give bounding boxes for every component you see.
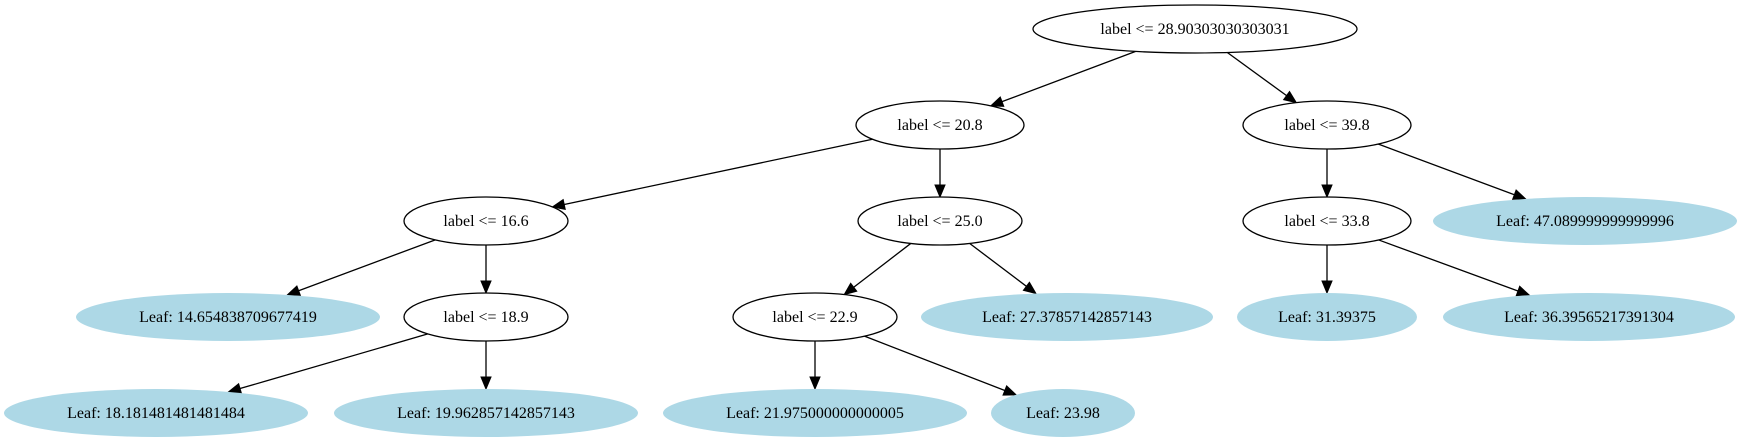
edge-n1-n3 <box>551 138 873 210</box>
edge-n3-n8 <box>480 245 492 295</box>
node-shape <box>403 196 569 246</box>
split-node-n2: label <= 39.8 <box>1242 100 1412 150</box>
edge-n9-n16 <box>864 335 1018 396</box>
leaf-node-n10: Leaf: 27.37857142857143 <box>921 293 1213 341</box>
split-node-n5: label <= 33.8 <box>1242 196 1412 246</box>
tree-edges <box>227 50 1531 396</box>
node-label: label <= 18.9 <box>443 309 528 326</box>
edge-n2-n6 <box>1377 143 1527 200</box>
edge-n2-n5 <box>1321 149 1333 199</box>
leaf-node-n6: Leaf: 47.089999999999996 <box>1433 197 1737 245</box>
edge-n4-n10 <box>969 242 1038 295</box>
leaf-node-n7: Leaf: 14.654838709677419 <box>76 293 380 341</box>
split-node-n4: label <= 25.0 <box>857 196 1023 246</box>
arrowhead-icon <box>227 382 243 394</box>
arrowhead-icon <box>286 285 302 296</box>
arrowhead-icon <box>843 282 858 296</box>
arrowhead-icon <box>934 184 946 199</box>
edge-line <box>864 335 1006 392</box>
node-label: label <= 39.8 <box>1284 117 1369 134</box>
node-label: label <= 22.9 <box>772 309 857 326</box>
node-label: Leaf: 47.089999999999996 <box>1496 213 1674 230</box>
edge-n5-n12 <box>1378 239 1531 297</box>
node-label: label <= 16.6 <box>443 213 528 230</box>
leaf-node-n11: Leaf: 31.39375 <box>1237 293 1417 341</box>
split-node-n3: label <= 16.6 <box>403 196 569 246</box>
split-node-n0: label <= 28.90303030303031 <box>1032 4 1358 54</box>
leaf-node-n15: Leaf: 21.975000000000005 <box>663 389 967 437</box>
node-shape <box>1032 4 1358 54</box>
edge-n4-n9 <box>843 242 912 296</box>
arrowhead-icon <box>809 376 821 391</box>
node-shape <box>1443 293 1735 341</box>
node-label: Leaf: 27.37857142857143 <box>982 309 1152 326</box>
node-shape <box>403 292 569 342</box>
node-shape <box>1433 197 1737 245</box>
edge-line <box>1378 239 1519 292</box>
split-node-n1: label <= 20.8 <box>855 100 1025 150</box>
node-label: label <= 28.90303030303031 <box>1100 21 1289 38</box>
leaf-node-n14: Leaf: 19.962857142857143 <box>334 389 638 437</box>
node-label: Leaf: 19.962857142857143 <box>397 405 575 422</box>
leaf-node-n12: Leaf: 36.39565217391304 <box>1443 293 1735 341</box>
arrowhead-icon <box>480 280 492 295</box>
arrowhead-icon <box>480 376 492 391</box>
node-label: Leaf: 14.654838709677419 <box>139 309 317 326</box>
edge-n8-n13 <box>227 333 429 394</box>
node-shape <box>334 389 638 437</box>
edge-line <box>239 333 429 390</box>
edge-n3-n7 <box>286 239 436 296</box>
split-node-n9: label <= 22.9 <box>732 292 898 342</box>
node-label: label <= 20.8 <box>897 117 982 134</box>
node-shape <box>1237 293 1417 341</box>
edge-line <box>298 239 436 292</box>
leaf-node-n16: Leaf: 23.98 <box>991 389 1135 437</box>
edge-n0-n1 <box>989 50 1136 107</box>
edge-n0-n2 <box>1226 51 1298 104</box>
node-shape <box>991 389 1135 437</box>
node-label: Leaf: 31.39375 <box>1278 309 1376 326</box>
edge-line <box>564 138 873 206</box>
arrowhead-icon <box>989 96 1005 107</box>
node-shape <box>732 292 898 342</box>
leaf-node-n13: Leaf: 18.181481481481484 <box>4 389 308 437</box>
node-shape <box>76 293 380 341</box>
node-shape <box>4 389 308 437</box>
node-shape <box>1242 196 1412 246</box>
arrowhead-icon <box>1022 281 1038 295</box>
edge-n8-n14 <box>480 341 492 391</box>
edge-n9-n15 <box>809 341 821 391</box>
tree-nodes: label <= 28.90303030303031 label <= 20.8 l… <box>4 4 1737 437</box>
edge-line <box>853 242 912 288</box>
edge-line <box>969 242 1027 287</box>
arrowhead-icon <box>1511 189 1527 200</box>
arrowhead-icon <box>1282 90 1298 104</box>
node-shape <box>1242 100 1412 150</box>
node-label: Leaf: 36.39565217391304 <box>1504 309 1674 326</box>
node-shape <box>855 100 1025 150</box>
edge-n5-n11 <box>1321 245 1333 295</box>
node-label: Leaf: 21.975000000000005 <box>726 405 904 422</box>
node-label: label <= 33.8 <box>1284 213 1369 230</box>
arrowhead-icon <box>1321 280 1333 295</box>
split-node-n8: label <= 18.9 <box>403 292 569 342</box>
edge-line <box>1001 50 1136 103</box>
node-label: label <= 25.0 <box>897 213 982 230</box>
node-shape <box>921 293 1213 341</box>
node-label: Leaf: 18.181481481481484 <box>67 405 245 422</box>
arrowhead-icon <box>1515 285 1531 297</box>
edge-line <box>1226 51 1287 97</box>
edge-line <box>1377 143 1515 196</box>
arrowhead-icon <box>551 198 566 210</box>
node-shape <box>857 196 1023 246</box>
arrowhead-icon <box>1321 184 1333 199</box>
node-label: Leaf: 23.98 <box>1026 405 1100 422</box>
node-shape <box>663 389 967 437</box>
arrowhead-icon <box>1002 384 1018 396</box>
edge-n1-n4 <box>934 149 946 199</box>
